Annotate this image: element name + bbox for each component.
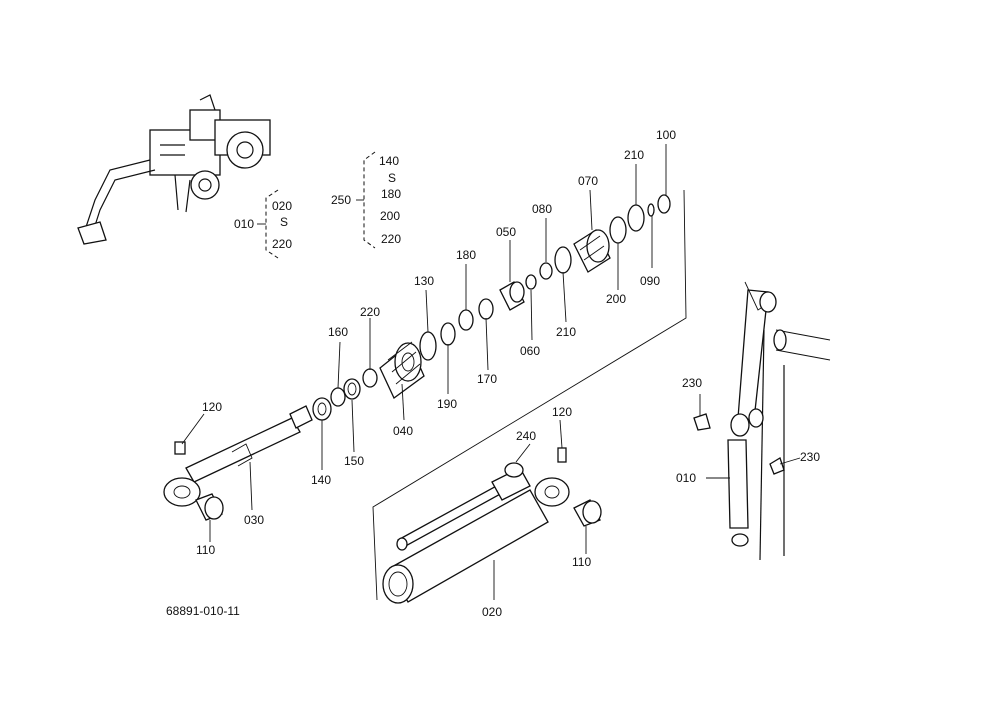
callout-100: 100 [656, 128, 676, 142]
seal-ring-150 [343, 378, 361, 400]
leader-lines [181, 144, 801, 600]
boom-assembly-illustration [693, 281, 831, 561]
callout-240: 240 [516, 429, 536, 443]
callout-110-left: 110 [196, 543, 215, 557]
callout-040: 040 [393, 424, 413, 438]
callout-060: 060 [520, 344, 540, 358]
callout-120-left: 120 [202, 400, 222, 414]
callout-070: 070 [578, 174, 598, 188]
o-ring-170 [478, 298, 494, 320]
group-250-item-2: S [388, 171, 396, 185]
callout-190: 190 [437, 397, 457, 411]
group-250-item-3: 180 [381, 187, 401, 201]
callout-230-right: 230 [800, 450, 820, 464]
o-ring-060 [525, 274, 537, 290]
callout-180: 180 [456, 248, 476, 262]
o-ring-130 [419, 331, 437, 361]
group-250-item-5: 220 [381, 232, 401, 246]
ring-210-lower [554, 246, 572, 274]
drawing-number: 68891-010-11 [166, 604, 240, 618]
cylinder-tube-020 [382, 447, 570, 604]
backup-ring-190 [440, 322, 456, 346]
group-010-range-start: 020 [272, 199, 292, 213]
callout-010-boom: 010 [676, 471, 696, 485]
o-ring-080 [539, 262, 553, 280]
callout-labels: 120 030 110 140 160 150 220 040 130 190 … [196, 128, 820, 619]
callout-150: 150 [344, 454, 364, 468]
exploded-frame [372, 189, 687, 601]
ring-210-upper [627, 204, 645, 232]
group-250-bracket: 250 140 S 180 200 220 [331, 151, 401, 249]
callout-220-rod: 220 [360, 305, 380, 319]
tractor-backhoe-illustration [77, 94, 271, 245]
callout-030: 030 [244, 513, 264, 527]
callout-210-lower: 210 [556, 325, 576, 339]
grease-fitting-240 [504, 462, 524, 478]
group-010-bracket: 010 020 S 220 [234, 189, 292, 259]
callout-120-right: 120 [552, 405, 572, 419]
callout-080: 080 [532, 202, 552, 216]
o-ring-180 [458, 309, 474, 331]
cylinder-gland-040 [379, 341, 425, 399]
piston-070 [573, 229, 611, 273]
bushing-110-left [195, 493, 224, 521]
group-010-label: 010 [234, 217, 254, 231]
callout-090: 090 [640, 274, 660, 288]
callout-110-right: 110 [572, 555, 591, 569]
seal-ring-160 [330, 387, 346, 407]
callout-170: 170 [477, 372, 497, 386]
callout-050: 050 [496, 225, 516, 239]
group-010-range-sep: S [280, 215, 288, 229]
spacer-050 [499, 281, 525, 311]
callout-230-left: 230 [682, 376, 702, 390]
callout-020: 020 [482, 605, 502, 619]
callout-210-upper: 210 [624, 148, 644, 162]
ring-090 [647, 203, 655, 217]
callout-160: 160 [328, 325, 348, 339]
callout-200: 200 [606, 292, 626, 306]
seal-ring-140 [312, 397, 332, 421]
callout-140: 140 [311, 473, 331, 487]
group-250-label: 250 [331, 193, 351, 207]
group-250-item-4: 200 [380, 209, 400, 223]
group-250-item-1: 140 [379, 154, 399, 168]
piston-rod-030 [163, 405, 313, 507]
group-010-range-end: 220 [272, 237, 292, 251]
ring-200 [609, 216, 627, 244]
callout-130: 130 [414, 274, 434, 288]
nut-100 [657, 194, 671, 214]
seal-ring-220 [362, 368, 378, 388]
bushing-110-right [573, 499, 602, 527]
